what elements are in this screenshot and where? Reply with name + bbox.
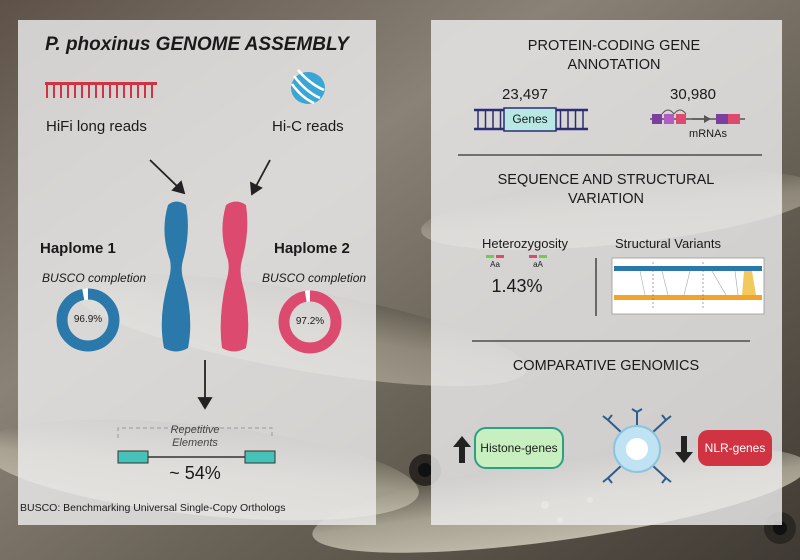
haplome-1-title: Haplome 1 [40, 240, 116, 257]
annotation-title-2: ANNOTATION [567, 57, 661, 73]
chromosome-blue-icon [161, 201, 191, 352]
genes-label: Genes [512, 112, 548, 126]
down-arrow-icon [675, 436, 693, 463]
mrna-icon [650, 109, 745, 124]
allele-aa-1: Aa [490, 260, 500, 269]
haplome-1-busco-value: 96.9% [73, 314, 103, 325]
structural-variants-label: Structural Variants [615, 236, 721, 251]
repetitive-percent: ~ 54% [169, 463, 221, 483]
hic-reads-icon [290, 69, 325, 105]
hifi-label: HiFi long reads [46, 118, 147, 135]
allele-aa-2: aA [533, 260, 543, 269]
heterozygosity-value: 1.43% [491, 276, 543, 296]
repetitive-label-1: Repetitive [170, 424, 220, 436]
haplome-2-busco-value: 97.2% [295, 316, 325, 327]
assembly-title: P. phoxinus GENOME ASSEMBLY [45, 34, 349, 55]
haplome-1-busco-donut [56, 288, 120, 352]
hic-label: Hi-C reads [272, 118, 344, 135]
comparative-title: COMPARATIVE GENOMICS [512, 358, 700, 374]
haplome-1-busco-label: BUSCO completion [42, 271, 147, 285]
hifi-reads-icon [45, 82, 157, 98]
haplome-2-busco-donut [278, 290, 342, 354]
heterozygosity-label: Heterozygosity [482, 236, 568, 251]
haplome-2-busco-label: BUSCO completion [262, 271, 367, 285]
dna-genes-icon [474, 107, 588, 132]
structural-variants-plot [611, 257, 765, 315]
busco-footnote: BUSCO: Benchmarking Universal Single-Cop… [20, 502, 286, 514]
repetitive-label-2: Elements [172, 437, 218, 449]
repetitive-elements-diagram [117, 427, 276, 464]
annotation-title-1: PROTEIN-CODING GENE [527, 38, 701, 54]
up-arrow-icon [453, 436, 471, 463]
histone-genes-pill [474, 427, 564, 469]
haplome-2-title: Haplome 2 [274, 240, 350, 257]
nlr-genes-label: NLR-genes [704, 441, 766, 455]
genes-count: 23,497 [502, 86, 548, 103]
genome-assembly-panel [18, 20, 376, 525]
variation-title-1: SEQUENCE AND STRUCTURAL [497, 172, 715, 188]
heterozygosity-alleles-icon [486, 255, 547, 258]
histone-genes-label: Histone-genes [480, 441, 558, 455]
chromosome-pink-icon [220, 201, 249, 352]
mrna-count: 30,980 [670, 86, 716, 103]
immune-cell-icon [602, 408, 672, 484]
nlr-genes-pill [698, 430, 772, 466]
reads-arrows [149, 159, 271, 410]
variation-title-2: VARIATION [568, 191, 644, 207]
mrna-label: mRNAs [689, 128, 727, 140]
